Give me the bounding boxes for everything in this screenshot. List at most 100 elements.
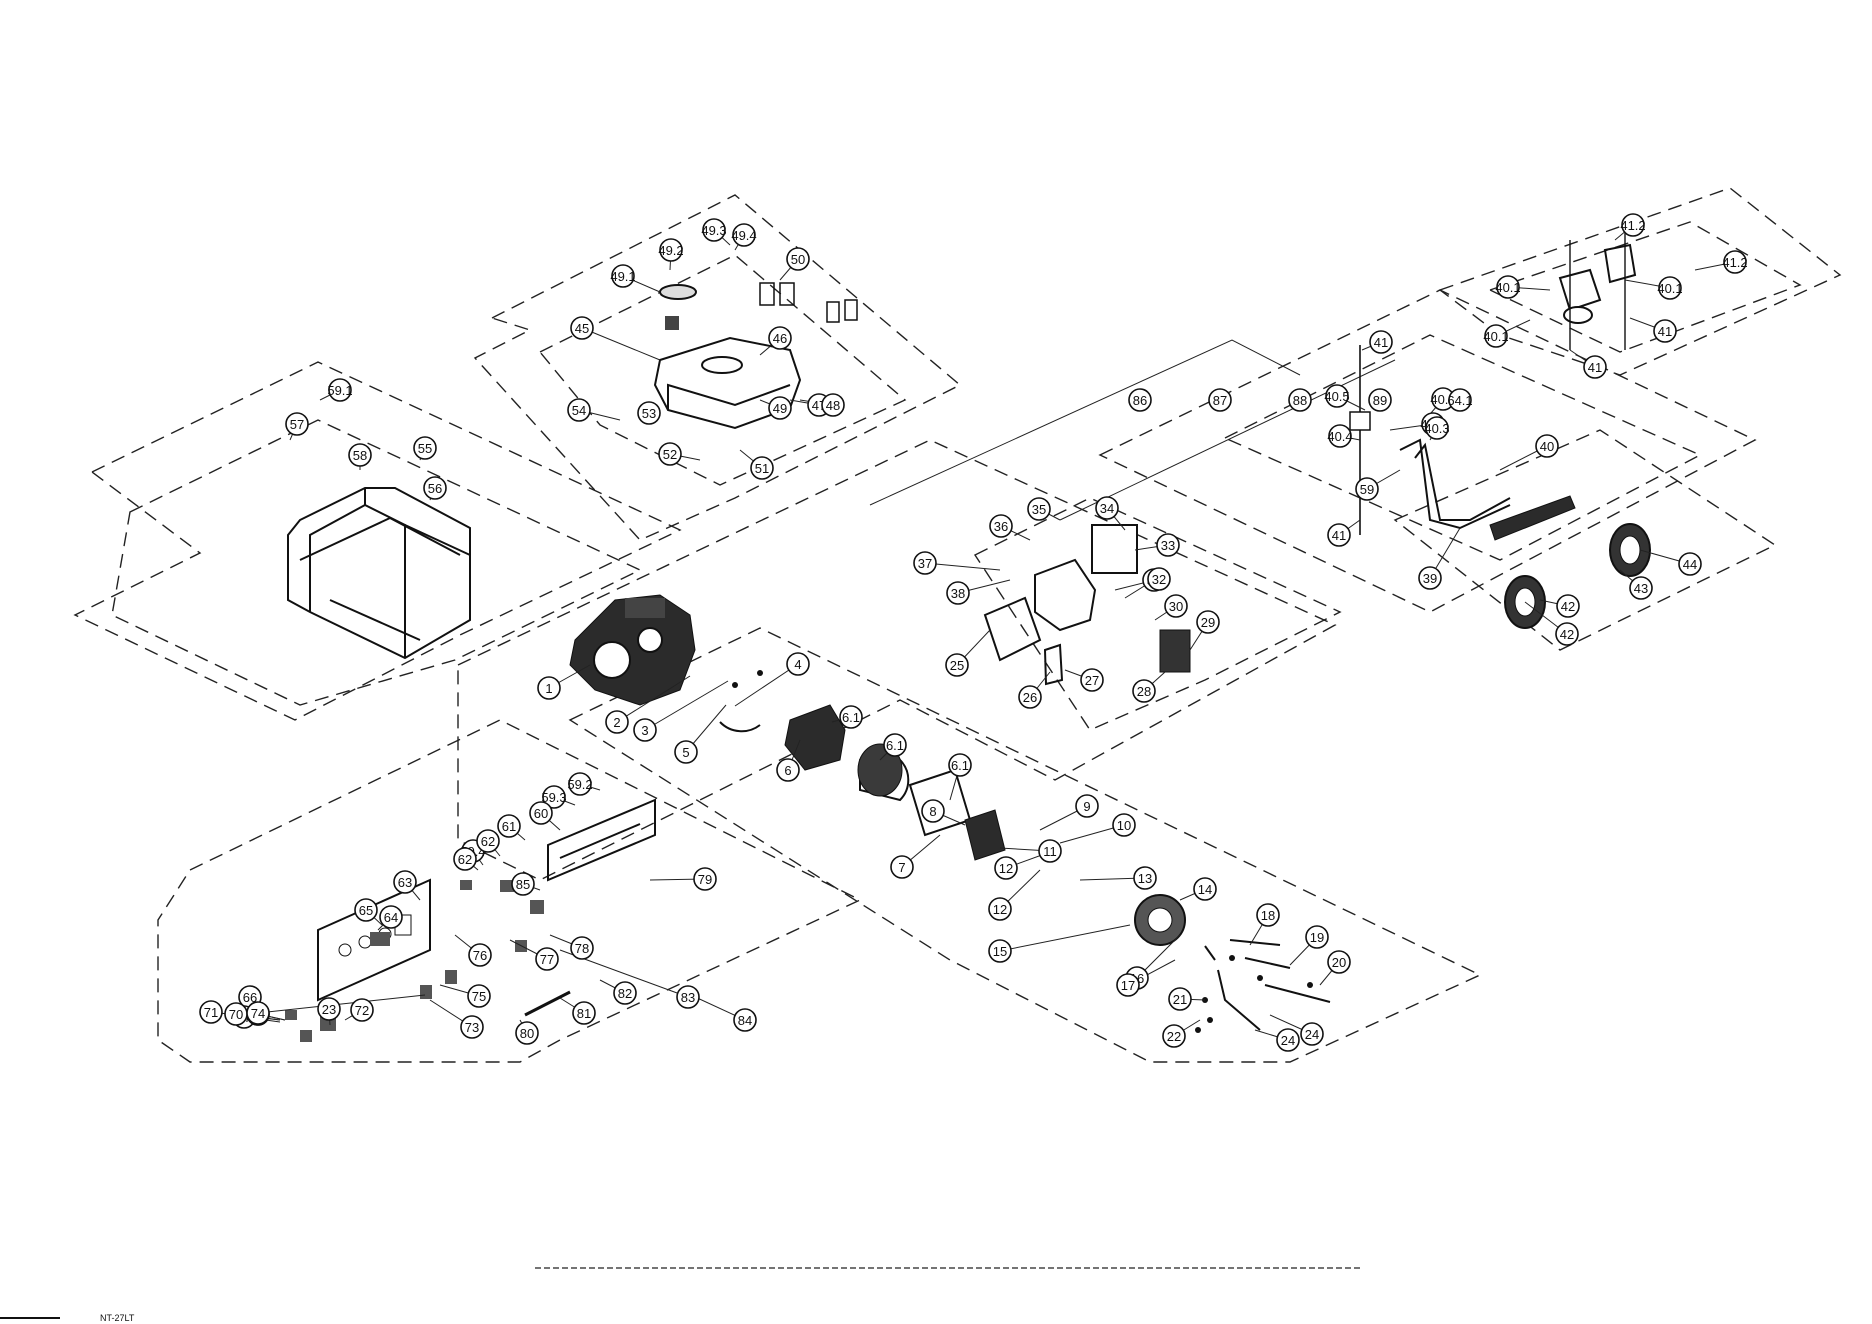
- callout-circle: [1418, 566, 1442, 590]
- callout-circle: [393, 870, 417, 894]
- callout-circle: [1132, 679, 1156, 703]
- callout-label: 37: [918, 556, 932, 571]
- callout-49-4: 49.4: [731, 223, 757, 247]
- wheels-drawing: [1504, 523, 1651, 629]
- callout-label: 74: [251, 1006, 265, 1021]
- callout-label: 6: [784, 763, 791, 778]
- callout-label: 49.3: [701, 223, 726, 238]
- callout-6-1: 6.1: [948, 753, 972, 777]
- callout-13: 13: [1133, 866, 1157, 890]
- callout-label: 13: [1138, 871, 1152, 886]
- callout-label: 58: [353, 448, 367, 463]
- callout-label: 51: [755, 461, 769, 476]
- callout-label: 12: [999, 861, 1013, 876]
- callout-24: 24: [1276, 1028, 1300, 1052]
- callout-label: 63: [398, 875, 412, 890]
- callout-circle: [821, 393, 845, 417]
- callout-89: 89: [1368, 388, 1392, 412]
- callout-label: 12: [993, 902, 1007, 917]
- callout-59-2: 59.2: [567, 772, 593, 796]
- callout-circle: [1147, 567, 1171, 591]
- callout-circle: [921, 799, 945, 823]
- callout-circle: [348, 443, 372, 467]
- callout-circle: [1168, 987, 1192, 1011]
- callout-circle: [1496, 275, 1520, 299]
- callout-label: 45: [575, 321, 589, 336]
- callout-circle: [1678, 552, 1702, 576]
- callout-36: 36: [989, 514, 1013, 538]
- callout-circle: [1156, 533, 1180, 557]
- callout-label: 56: [428, 481, 442, 496]
- callout-circle: [1288, 388, 1312, 412]
- footer-corner: NT-27LT: [0, 1313, 135, 1323]
- callout-46: 46: [768, 326, 792, 350]
- callout-circle: [988, 939, 1012, 963]
- callout-circle: [676, 985, 700, 1009]
- callout-60: 60: [529, 801, 553, 825]
- handle-drawing: [1349, 345, 1576, 541]
- callout-30: 30: [1164, 594, 1188, 618]
- callout-label: 60: [534, 806, 548, 821]
- callout-37: 37: [913, 551, 937, 575]
- callout-1: 1: [537, 676, 561, 700]
- control-panel-group-outline: [157, 719, 862, 1063]
- callout-59-1: 59.1: [327, 378, 353, 402]
- callout-leader: [616, 675, 691, 723]
- callout-label: 59: [1360, 482, 1374, 497]
- callout-40-1: 40.1: [1657, 276, 1683, 300]
- callout-circle: [883, 733, 907, 757]
- callout-circle: [637, 401, 661, 425]
- callout-24: 24: [1300, 1022, 1324, 1046]
- callout-42: 42: [1555, 622, 1579, 646]
- callout-circle: [467, 984, 491, 1008]
- callout-3: 3: [633, 718, 657, 742]
- callout-label: 6.1: [886, 738, 904, 753]
- callout-label: 75: [472, 989, 486, 1004]
- corner-label: NT-27LT: [100, 1313, 135, 1323]
- callout-6-1: 6.1: [839, 705, 863, 729]
- callout-circle: [354, 898, 378, 922]
- callout-label: 11: [1043, 844, 1057, 859]
- callout-circle: [1369, 330, 1393, 354]
- callout-49: 49: [768, 396, 792, 420]
- callout-circle: [611, 264, 635, 288]
- callout-circle: [476, 829, 500, 853]
- callout-label: 32: [1152, 572, 1166, 587]
- callout-label: 86: [1133, 393, 1147, 408]
- callout-circle: [511, 872, 535, 896]
- callout-leader: [257, 994, 426, 1014]
- callout-circle: [989, 514, 1013, 538]
- callout-label: 40.1: [1483, 329, 1508, 344]
- callout-circle: [732, 223, 756, 247]
- callout-label: 77: [540, 952, 554, 967]
- callout-circle: [453, 847, 477, 871]
- callout-41-2: 41.2: [1722, 250, 1748, 274]
- callout-41-2: 41.2: [1620, 213, 1646, 237]
- callout-29: 29: [1196, 610, 1220, 634]
- callout-circle: [285, 412, 309, 436]
- callout-82: 82: [613, 981, 637, 1005]
- callout-circle: [1328, 424, 1352, 448]
- callout-circle: [1164, 594, 1188, 618]
- callout-label: 65: [359, 903, 373, 918]
- callout-label: 40.1: [1495, 280, 1520, 295]
- callout-circle: [423, 476, 447, 500]
- callout-6: 6: [776, 758, 800, 782]
- callout-label: 55: [418, 441, 432, 456]
- callout-41: 41: [1583, 355, 1607, 379]
- callout-label: 10: [1117, 818, 1131, 833]
- callout-label: 53: [642, 406, 656, 421]
- callout-leader: [924, 562, 1001, 571]
- callout-circle: [890, 855, 914, 879]
- callout-65: 65: [354, 898, 378, 922]
- callout-circle: [659, 238, 683, 262]
- callout-58: 58: [348, 443, 372, 467]
- callout-12: 12: [994, 856, 1018, 880]
- callout-circle: [1256, 903, 1280, 927]
- callout-circle: [537, 676, 561, 700]
- callout-circle: [1448, 388, 1472, 412]
- callout-label: 41: [1588, 360, 1602, 375]
- callout-circle: [913, 551, 937, 575]
- callout-41: 41: [1369, 330, 1393, 354]
- callout-circle: [1075, 794, 1099, 818]
